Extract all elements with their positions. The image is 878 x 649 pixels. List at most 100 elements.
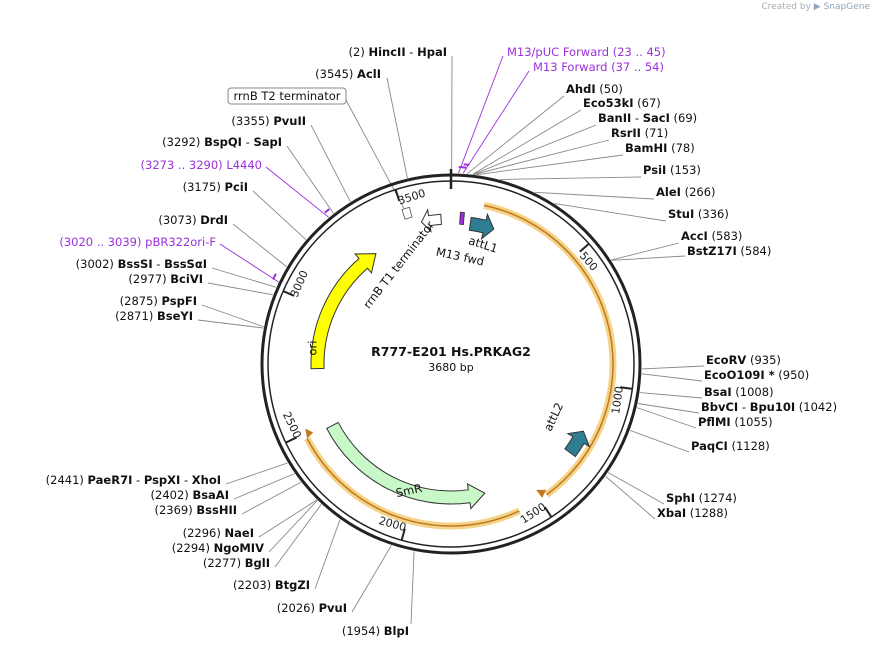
tick-2500 bbox=[285, 436, 298, 444]
leader-bcivi bbox=[207, 282, 274, 296]
feature-attL1 bbox=[468, 212, 495, 240]
site-label-rsrii: RsrII (71) bbox=[611, 126, 668, 140]
rrnb-t2-label: rrnB T2 terminator bbox=[234, 89, 341, 103]
leader-psii bbox=[500, 176, 642, 180]
backbone bbox=[260, 169, 642, 555]
leader-bgli bbox=[274, 503, 322, 568]
primer-mark bbox=[324, 208, 330, 214]
site-label-pspfi: (2875) PspFI bbox=[120, 294, 197, 308]
leader-bseyi bbox=[197, 319, 264, 329]
orf-arrowhead bbox=[536, 489, 547, 498]
tick-500 bbox=[579, 242, 590, 253]
site-label-naei: (2296) NaeI bbox=[183, 526, 254, 540]
feature-attL2 bbox=[564, 430, 591, 458]
site-label-pvui: (2026) PvuI bbox=[277, 601, 347, 615]
leader-stui bbox=[554, 203, 667, 222]
leader-blpi bbox=[410, 551, 415, 625]
leader-m13-forward bbox=[462, 70, 530, 174]
tick-1500 bbox=[543, 506, 553, 518]
leader-pbr322ori-f bbox=[219, 243, 279, 283]
site-label-bsai: BsaI (1008) bbox=[704, 385, 774, 399]
site-label-ngomiv: (2294) NgoMIV bbox=[172, 541, 264, 555]
leader-sphi bbox=[607, 472, 665, 505]
tick-label: 3500 bbox=[396, 187, 427, 208]
feature-rrnb-t2 bbox=[401, 206, 413, 220]
site-label-ecorv: EcoRV (935) bbox=[706, 353, 781, 367]
leader-acci bbox=[611, 242, 680, 261]
leader-drdi bbox=[232, 223, 287, 268]
leader-ecorv bbox=[641, 365, 705, 370]
leader-pcii bbox=[252, 190, 307, 241]
leader-acli bbox=[386, 77, 408, 179]
rrnb-t2-label-box bbox=[227, 87, 347, 105]
leader-bsssi bbox=[211, 267, 277, 288]
leader-rrnb-t2 bbox=[345, 99, 406, 211]
site-label-stui: StuI (336) bbox=[668, 207, 729, 221]
leader-xbai bbox=[605, 475, 656, 520]
feature-label-attl2: attL2 bbox=[541, 400, 566, 433]
leader-naei bbox=[258, 499, 318, 538]
plasmid-size: 3680 bp bbox=[428, 361, 473, 374]
site-label-bgli: (2277) BglI bbox=[203, 556, 270, 570]
leader-pflmi bbox=[636, 407, 697, 429]
leader-ecoo109i bbox=[641, 373, 703, 382]
feature-m13-fwd bbox=[459, 211, 465, 225]
leader-l4440 bbox=[265, 166, 329, 218]
site-label-alei: AleI (266) bbox=[656, 185, 716, 199]
leader-bsai bbox=[639, 392, 703, 399]
leader-lines bbox=[197, 55, 705, 625]
leader-bamhi bbox=[476, 154, 624, 176]
feature-rrnb-t1 bbox=[420, 208, 442, 233]
tick-1000 bbox=[620, 386, 633, 390]
leader-ngomiv bbox=[268, 500, 318, 553]
site-label-bcivi: (2977) BciVI bbox=[128, 272, 203, 286]
leader-bsshii bbox=[241, 481, 302, 515]
leader-bspqi bbox=[286, 145, 334, 214]
tick-2000 bbox=[400, 528, 406, 541]
tick-label: 3000 bbox=[288, 268, 311, 299]
primer-label-m13-forward: M13 Forward (37 .. 54) bbox=[533, 60, 664, 74]
site-label-paer7i: (2441) PaeR7I - PspXI - XhoI bbox=[46, 473, 221, 487]
site-label-bseyi: (2871) BseYI bbox=[115, 309, 193, 323]
site-label-psii: PsiI (153) bbox=[643, 163, 701, 177]
site-label-bstz17i: BstZ17I (584) bbox=[687, 244, 771, 258]
leader-btgzi bbox=[314, 519, 341, 590]
primer-mark bbox=[272, 273, 277, 280]
primer-label-pbr322ori-f: (3020 .. 3039) pBR322ori-F bbox=[59, 235, 216, 249]
feature-smr bbox=[326, 421, 486, 510]
snapgene-credit: Created by ▶ SnapGene bbox=[761, 2, 870, 12]
feature-label-smr: SmR bbox=[394, 481, 423, 500]
site-label-eco53ki: Eco53kI (67) bbox=[583, 96, 661, 110]
leader-ahdi bbox=[467, 95, 565, 175]
site-label-xbai: XbaI (1288) bbox=[657, 506, 728, 520]
site-labels: AhdI (50)Eco53kI (67)BanII - SacI (69)Rs… bbox=[46, 45, 837, 638]
site-label-pcii: (3175) PciI bbox=[183, 180, 248, 194]
leader-alei bbox=[534, 191, 655, 200]
site-label-ahdi: AhdI (50) bbox=[566, 82, 623, 96]
site-label-paqci: PaqCI (1128) bbox=[691, 439, 770, 453]
site-label-blpi: (1954) BlpI bbox=[342, 624, 409, 638]
site-label-bsssi: (3002) BssSI - BssSαI bbox=[76, 257, 207, 271]
orf-band-line bbox=[483, 204, 614, 496]
site-label-pflmi: PflMI (1055) bbox=[698, 415, 773, 429]
orf2-band-line bbox=[306, 438, 520, 527]
site-label-pvuii: (3355) PvuII bbox=[231, 114, 306, 128]
leader-eco53ki bbox=[472, 109, 582, 175]
feature-label-ori: ori bbox=[306, 341, 320, 356]
feature-ori bbox=[310, 253, 377, 370]
leader-pvuii bbox=[310, 124, 351, 202]
site-label-btgzi: (2203) BtgZI bbox=[233, 578, 310, 592]
site-label-banii: BanII - SacI (69) bbox=[598, 111, 697, 125]
site-label-acli: (3545) AclI bbox=[315, 67, 381, 81]
leader-pvui bbox=[351, 545, 392, 613]
site-label-bbvci: BbvCI - Bpu10I (1042) bbox=[701, 400, 837, 414]
primer-label-l4440: (3273 .. 3290) L4440 bbox=[141, 158, 262, 172]
site-label-acci: AccI (583) bbox=[681, 229, 742, 243]
leader-rsrii bbox=[473, 139, 610, 175]
leader-bstz17i bbox=[611, 255, 686, 261]
leader-bsaai bbox=[233, 473, 295, 500]
site-label-bsshii: (2369) BssHII bbox=[154, 503, 237, 517]
orf2-arrowhead bbox=[305, 428, 314, 439]
credit-prefix: Created by bbox=[761, 2, 811, 12]
